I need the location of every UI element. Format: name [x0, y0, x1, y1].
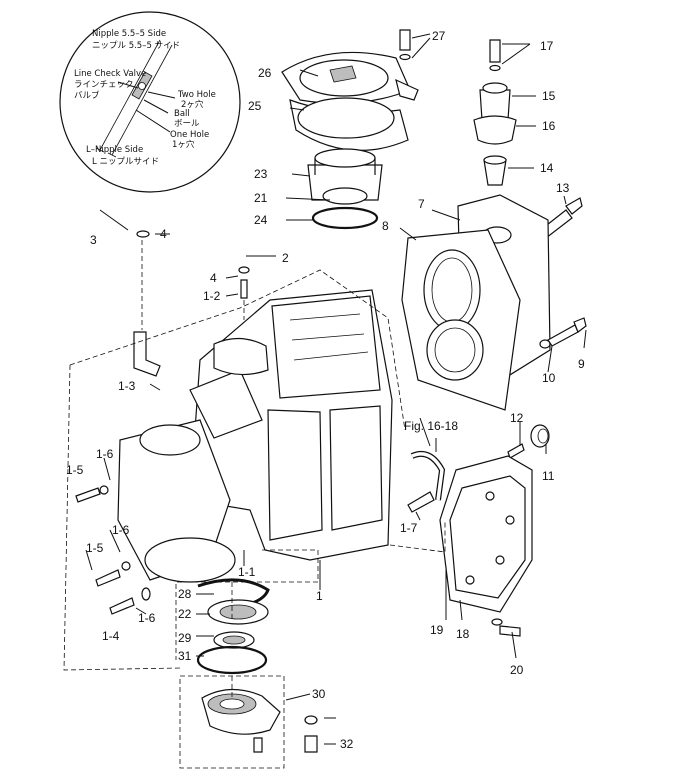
inset-two-hole-label: Two Hole [177, 90, 216, 100]
callout-5: 7 [418, 197, 425, 211]
callout-8: 10 [542, 371, 556, 385]
callout-19: 21 [254, 191, 268, 205]
head-bolt [539, 317, 587, 349]
inset-ball-label-jp: ボール [174, 119, 200, 129]
inset-l-nipple-label-jp: L ニップルサイド [92, 157, 159, 167]
callout-1-4: 1-4 [102, 629, 120, 643]
callout-2: 2 [282, 251, 289, 265]
top-cover-assembly [281, 51, 419, 152]
cover-bolt [491, 618, 521, 637]
inset-one-hole-label-jp: 1ヶ穴 [172, 139, 195, 150]
callout-29: 31 [178, 649, 192, 663]
callout-1-5-top: 1-5 [66, 463, 84, 477]
assembly-outline-dashed [63, 269, 446, 769]
lower-bearing-housing [201, 688, 281, 753]
callout-30: 32 [340, 737, 354, 751]
callout-1-2: 1-2 [203, 289, 221, 303]
callout-1-1: 1-1 [238, 565, 256, 579]
callout-23: 25 [248, 99, 262, 113]
callout-4-top: 4 [160, 227, 167, 241]
callout-14: 16 [542, 119, 556, 133]
inset-two-hole-label-jp: 2ヶ穴 [181, 99, 204, 110]
exhaust-cover [439, 455, 533, 613]
cap-and-screw [507, 424, 550, 459]
callout-labels: 3 4 2 4 1-2 26 25 23 21 24 27 17 15 16 1… [66, 29, 585, 751]
callout-22: 24 [254, 213, 268, 227]
callout-4-bottom: 4 [210, 271, 217, 285]
callout-17: 19 [430, 623, 444, 637]
check-valve-detail-inset: Nipple 5.5–5 Side ニップル 5.5–5 サイド Line Ch… [59, 11, 241, 193]
bolt-30-31 [304, 715, 318, 753]
callout-1-5-bottom: 1-5 [86, 541, 104, 555]
callout-1: 1 [316, 589, 323, 603]
callout-15: 17 [540, 39, 554, 53]
inset-nipple-label-jp: ニップル 5.5–5 サイド [92, 41, 180, 51]
callout-1-6-bottom: 1-6 [138, 611, 156, 625]
callout-3: 3 [90, 233, 97, 247]
leader-lines [85, 33, 587, 745]
figure-reference-label: Fig. 16-18 [404, 419, 458, 433]
inset-nipple-label: Nipple 5.5–5 Side [92, 29, 166, 39]
thermostat-stack [473, 39, 517, 186]
block-bolts [75, 485, 151, 615]
callout-13: 15 [542, 89, 556, 103]
inset-check-valve-label-jp1: ラインチェック [74, 80, 134, 90]
bolt-25 [399, 29, 411, 61]
callout-27: 29 [178, 631, 192, 645]
hose-32 [410, 450, 446, 501]
callout-18: 20 [510, 663, 524, 677]
callout-26: 28 [178, 587, 192, 601]
inset-ball-label: Ball [174, 109, 190, 119]
callout-1-3: 1-3 [118, 379, 136, 393]
cylinder-block [117, 289, 393, 583]
callout-7: 9 [578, 357, 585, 371]
head-gasket [401, 229, 521, 411]
inset-one-hole-label: One Hole [170, 130, 209, 140]
callout-12: 14 [540, 161, 554, 175]
callout-25: 27 [432, 29, 446, 43]
callout-1-6-top: 1-6 [96, 447, 114, 461]
inset-check-valve-label-jp2: バルブ [74, 90, 100, 101]
callout-1-7: 1-7 [400, 521, 418, 535]
crank-seal-set [196, 578, 270, 675]
callout-11: 13 [556, 181, 570, 195]
elbow-nipple [133, 331, 161, 377]
callout-28: 30 [312, 687, 326, 701]
callout-24: 26 [258, 66, 272, 80]
callout-20: 22 [178, 607, 192, 621]
fitting-1-7 [407, 491, 435, 513]
water-pipe [136, 201, 250, 330]
inset-l-nipple-label: L–Nipple Side [86, 145, 143, 155]
callout-10: 12 [510, 411, 524, 425]
callout-16: 18 [456, 627, 470, 641]
callout-21: 23 [254, 167, 268, 181]
inset-check-valve-label: Line Check Valve [74, 69, 146, 79]
callout-6: 8 [382, 219, 389, 233]
callout-1-6-mid: 1-6 [112, 523, 130, 537]
mount-housing-assembly [307, 148, 383, 230]
callout-9: 11 [542, 469, 555, 483]
